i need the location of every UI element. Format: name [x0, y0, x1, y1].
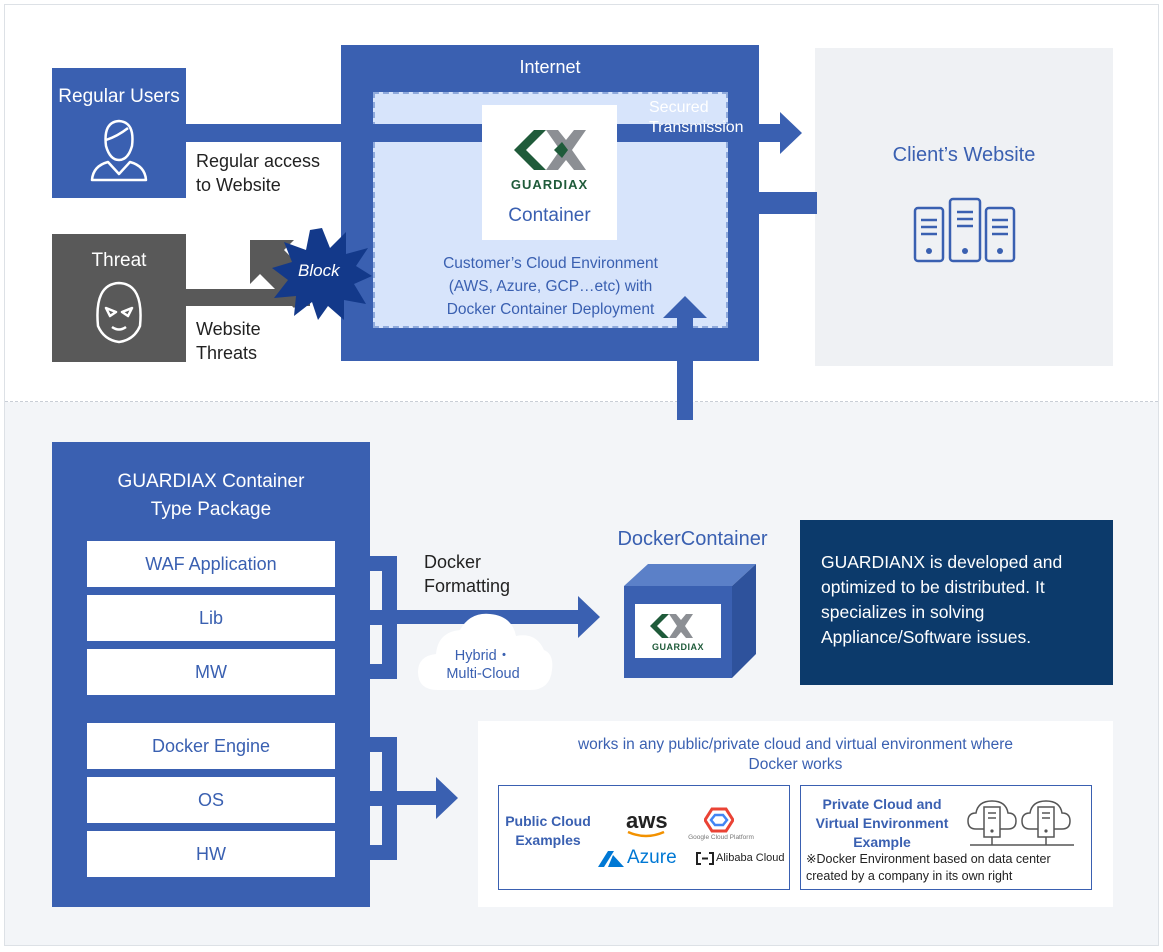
- docker-formatting-label: Docker Formatting: [424, 552, 511, 596]
- deploy-up-arrow: [663, 296, 707, 420]
- docker-container-title: DockerContainer: [617, 528, 768, 550]
- cloud-environment-label: Customer’s Cloud Environment (AWS, Azure…: [443, 255, 658, 318]
- section-divider: [5, 401, 1158, 402]
- threat-box: [52, 234, 186, 362]
- client-website-box: [815, 48, 1113, 366]
- gcp-logo-text: Google Cloud Platform: [688, 834, 754, 841]
- container-label: Container: [508, 205, 591, 226]
- threat-title: Threat: [91, 250, 147, 271]
- alibaba-logo-text: Alibaba Cloud: [716, 852, 785, 864]
- private-cloud-note: ※Docker Environment based on data center…: [806, 852, 1051, 883]
- public-cloud-box: [498, 785, 790, 890]
- docker-logo-text: GUARDIAX: [651, 642, 704, 652]
- internet-client-connector: [755, 192, 817, 214]
- public-cloud-label: Public Cloud Examples: [505, 813, 591, 848]
- works-title: works in any public/private cloud and vi…: [577, 736, 1014, 773]
- package-item-waf: WAF Application: [87, 541, 335, 587]
- hybrid-cloud-icon: [418, 613, 553, 690]
- threat-arrow-shaft: [170, 289, 310, 306]
- website-threats-label: Website Threats: [196, 319, 261, 363]
- guardiax-logo-text: GUARDIAX: [510, 177, 589, 192]
- server-icon: [913, 197, 1016, 263]
- package-item-docker-engine: Docker Engine: [87, 723, 335, 769]
- package-item-hw: HW: [87, 831, 335, 877]
- regular-access-label: Regular access to Website: [196, 151, 321, 195]
- diagram-frame: [4, 4, 1159, 946]
- package-title: GUARDIAX Container Type Package: [117, 471, 305, 520]
- block-label: Block: [298, 261, 340, 280]
- user-icon: [90, 119, 148, 182]
- azure-logo-icon: [598, 851, 624, 867]
- package-item-os: OS: [87, 777, 335, 823]
- alibaba-logo-icon: [696, 852, 714, 865]
- internet-title: Internet: [519, 57, 581, 77]
- aws-logo-text: aws: [626, 808, 668, 833]
- private-cloud-server-icon: [967, 800, 1074, 846]
- client-website-title: Client’s Website: [892, 144, 1036, 166]
- secured-transmission-label: Secured Transmission: [649, 99, 744, 136]
- guardiax-logo-icon: [514, 130, 586, 170]
- package-item-lib: Lib: [87, 595, 335, 641]
- azure-logo-text: Azure: [627, 847, 677, 868]
- hybrid-multicloud-label: Hybrid・ Multi-Cloud: [446, 648, 520, 682]
- aws-smile-icon: [627, 830, 665, 838]
- hacker-icon: [96, 281, 142, 344]
- private-cloud-label: Private Cloud and Virtual Environment Ex…: [815, 796, 949, 850]
- gcp-hexagon-icon: [704, 807, 734, 833]
- lower-arrows: [335, 556, 600, 860]
- docker-container-cube: [624, 564, 756, 678]
- package-item-mw: MW: [87, 649, 335, 695]
- info-box: GUARDIANX is developed and optimized to …: [800, 520, 1113, 685]
- block-burst-icon: [272, 228, 372, 320]
- regular-users-title: Regular Users: [58, 86, 180, 107]
- guardiax-container-card: [482, 105, 617, 240]
